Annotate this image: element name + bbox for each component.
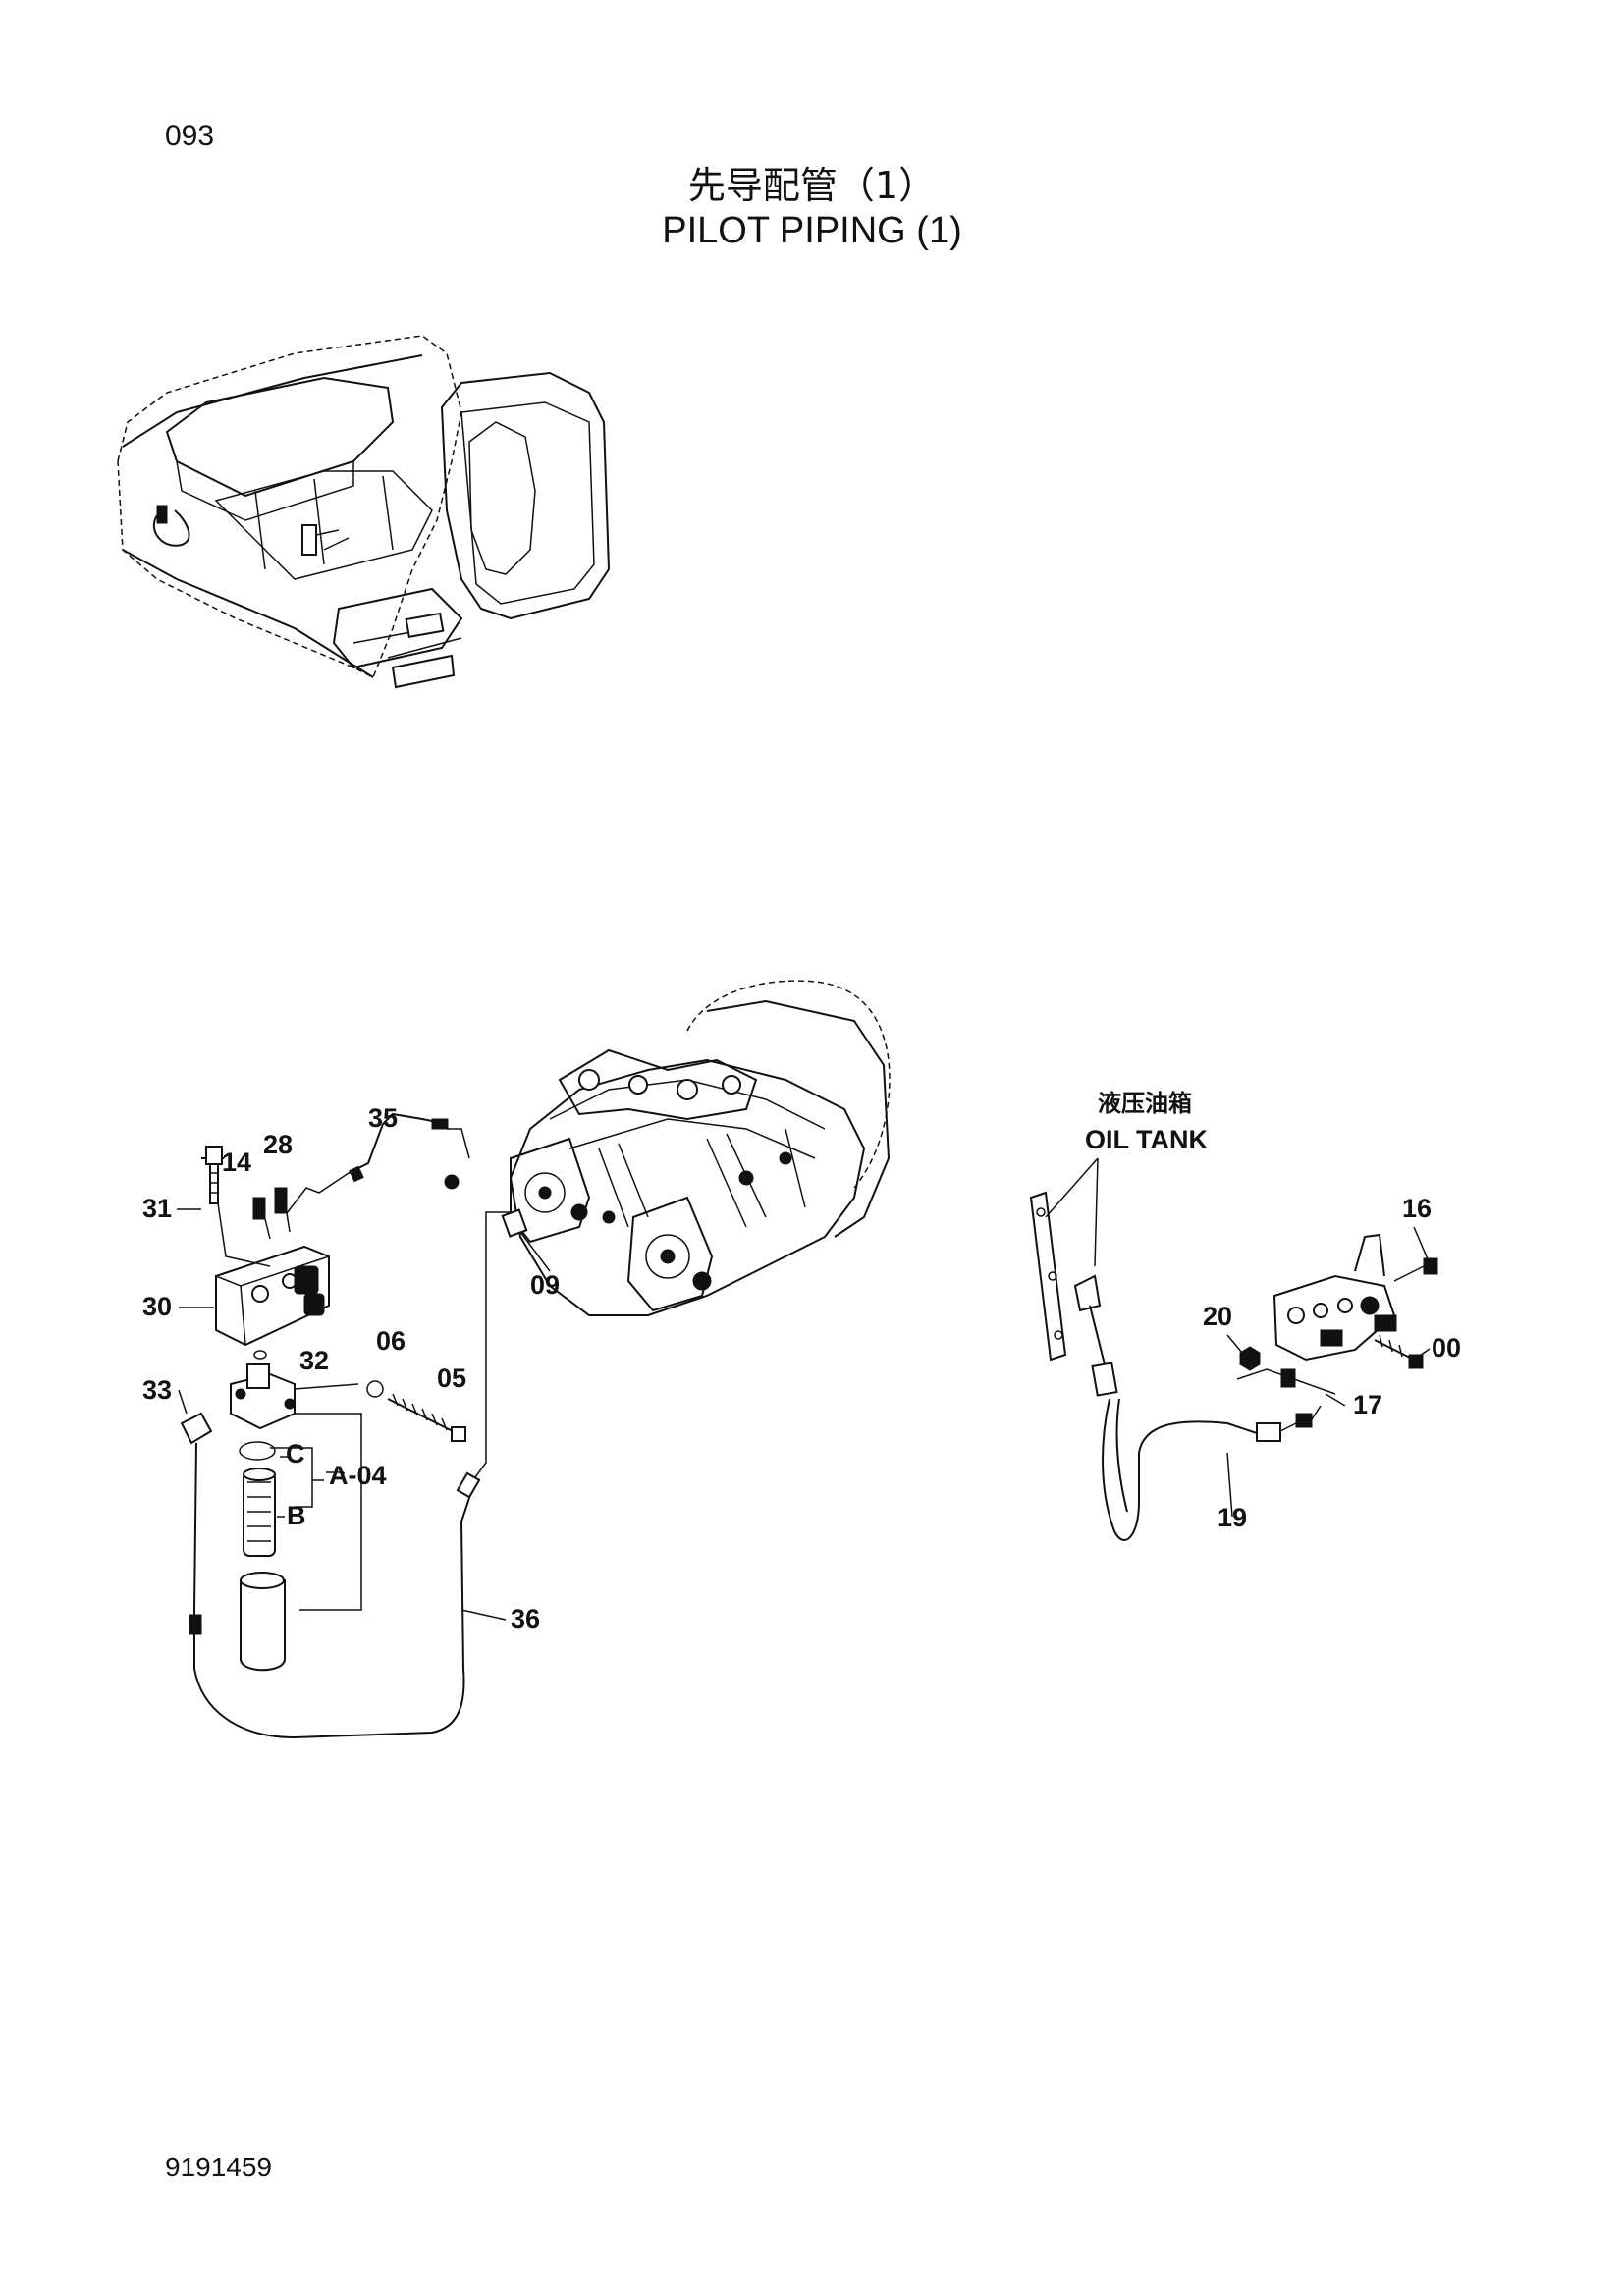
part-label-B: B xyxy=(287,1501,306,1530)
part-label-A-04: A-04 xyxy=(329,1461,387,1490)
page-title-english: PILOT PIPING (1) xyxy=(662,210,962,251)
part-label-06: 06 xyxy=(376,1326,406,1356)
part-label-35: 35 xyxy=(368,1103,398,1133)
part-label-36: 36 xyxy=(511,1604,540,1633)
excavator-overview-illustration xyxy=(117,335,611,689)
part-label-28: 28 xyxy=(263,1130,293,1159)
document-number: 9191459 xyxy=(165,2152,273,2182)
part-label-09: 09 xyxy=(530,1270,560,1300)
pilot-filter-assembly xyxy=(180,1112,511,1739)
part-label-30: 30 xyxy=(142,1292,172,1321)
part-label-C: C xyxy=(286,1439,305,1468)
page-number: 093 xyxy=(165,120,215,152)
part-label-20: 20 xyxy=(1203,1302,1232,1331)
part-label-32: 32 xyxy=(299,1346,329,1375)
part-label-14: 14 xyxy=(222,1148,251,1177)
part-label-17: 17 xyxy=(1353,1390,1382,1419)
part-label-00: 00 xyxy=(1432,1333,1461,1362)
part-label-16: 16 xyxy=(1402,1194,1432,1223)
part-number-labels: 35 14 28 31 30 32 06 05 33 09 C A-04 B 3… xyxy=(142,1090,1461,1633)
oil-tank-label-chinese: 液压油箱 xyxy=(1098,1090,1192,1117)
part-label-31: 31 xyxy=(142,1194,172,1223)
main-pump-illustration xyxy=(444,980,891,1316)
part-label-33: 33 xyxy=(142,1375,172,1405)
oil-tank-assembly xyxy=(1029,1157,1438,1541)
part-label-19: 19 xyxy=(1218,1503,1247,1532)
page-title-chinese: 先导配管（1） xyxy=(687,164,937,207)
part-label-05: 05 xyxy=(437,1363,466,1393)
oil-tank-label-english: OIL TANK xyxy=(1085,1125,1208,1154)
